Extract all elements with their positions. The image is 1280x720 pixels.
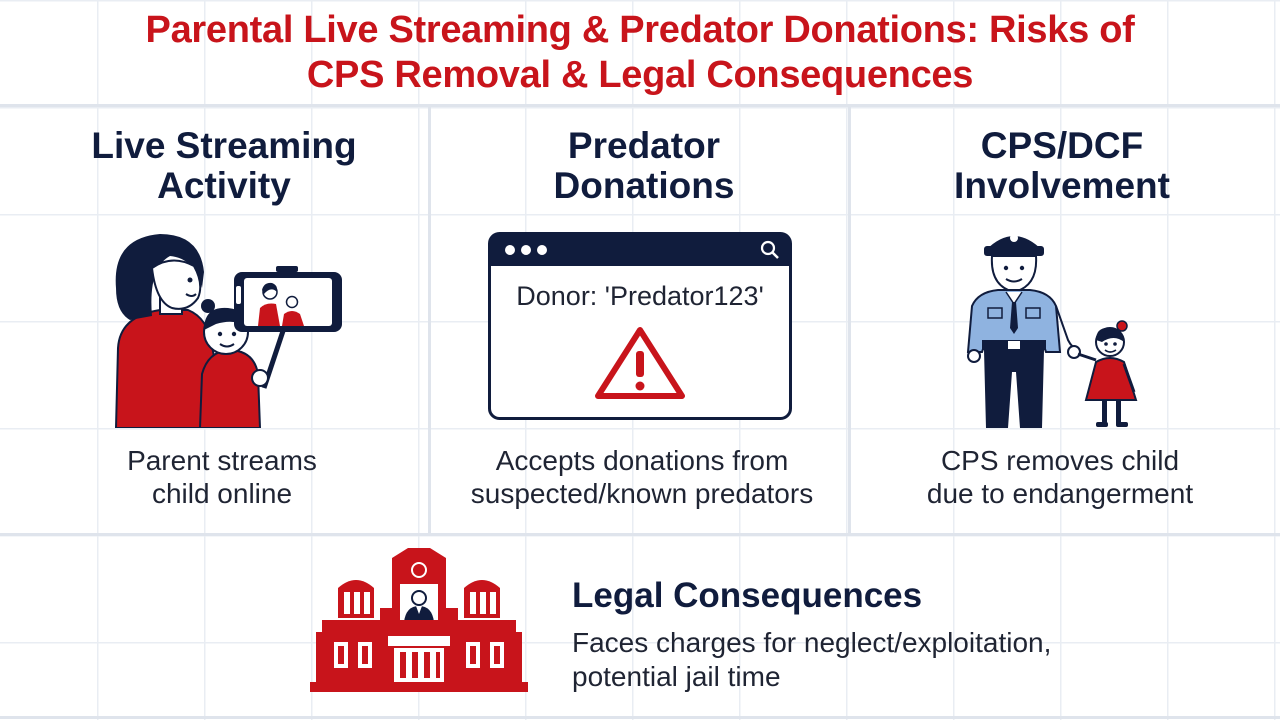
desc-legal-consequences: Faces charges for neglect/exploitation, … [572, 627, 1052, 692]
divider-col-2 [848, 104, 851, 534]
desc-cps-involvement: CPS removes child due to endangerment [926, 445, 1194, 509]
page-title: Parental Live Streaming & Predator Donat… [0, 8, 1280, 98]
police-officer-illustration [966, 234, 1138, 428]
browser-window-icon [488, 232, 792, 420]
parent-streaming-illustration [114, 234, 342, 428]
search-icon [760, 240, 779, 259]
desc-live-streaming: Parent streams child online [127, 445, 317, 509]
warning-icon [595, 327, 685, 399]
divider-col-1 [428, 104, 431, 534]
divider-bottom [0, 716, 1280, 719]
divider-middle [0, 533, 1280, 536]
divider-top [0, 104, 1280, 107]
heading-cps-involvement: CPS/DCF Involvement [954, 125, 1170, 206]
child-icon [1077, 320, 1138, 427]
browser-window: Donor: 'Predator123' [488, 232, 792, 420]
heading-legal-consequences: Legal Consequences [572, 576, 923, 615]
title-line-1: Parental Live Streaming & Predator Donat… [145, 9, 1135, 51]
desc-predator-donations: Accepts donations from suspected/known p… [470, 445, 814, 509]
title-line-2: CPS Removal & Legal Consequences [306, 54, 974, 96]
heading-live-streaming: Live Streaming Activity [91, 125, 357, 206]
courthouse-icon [310, 548, 528, 692]
heading-predator-donations: Predator Donations [553, 125, 735, 206]
donor-label: Donor: 'Predator123' [516, 281, 764, 311]
